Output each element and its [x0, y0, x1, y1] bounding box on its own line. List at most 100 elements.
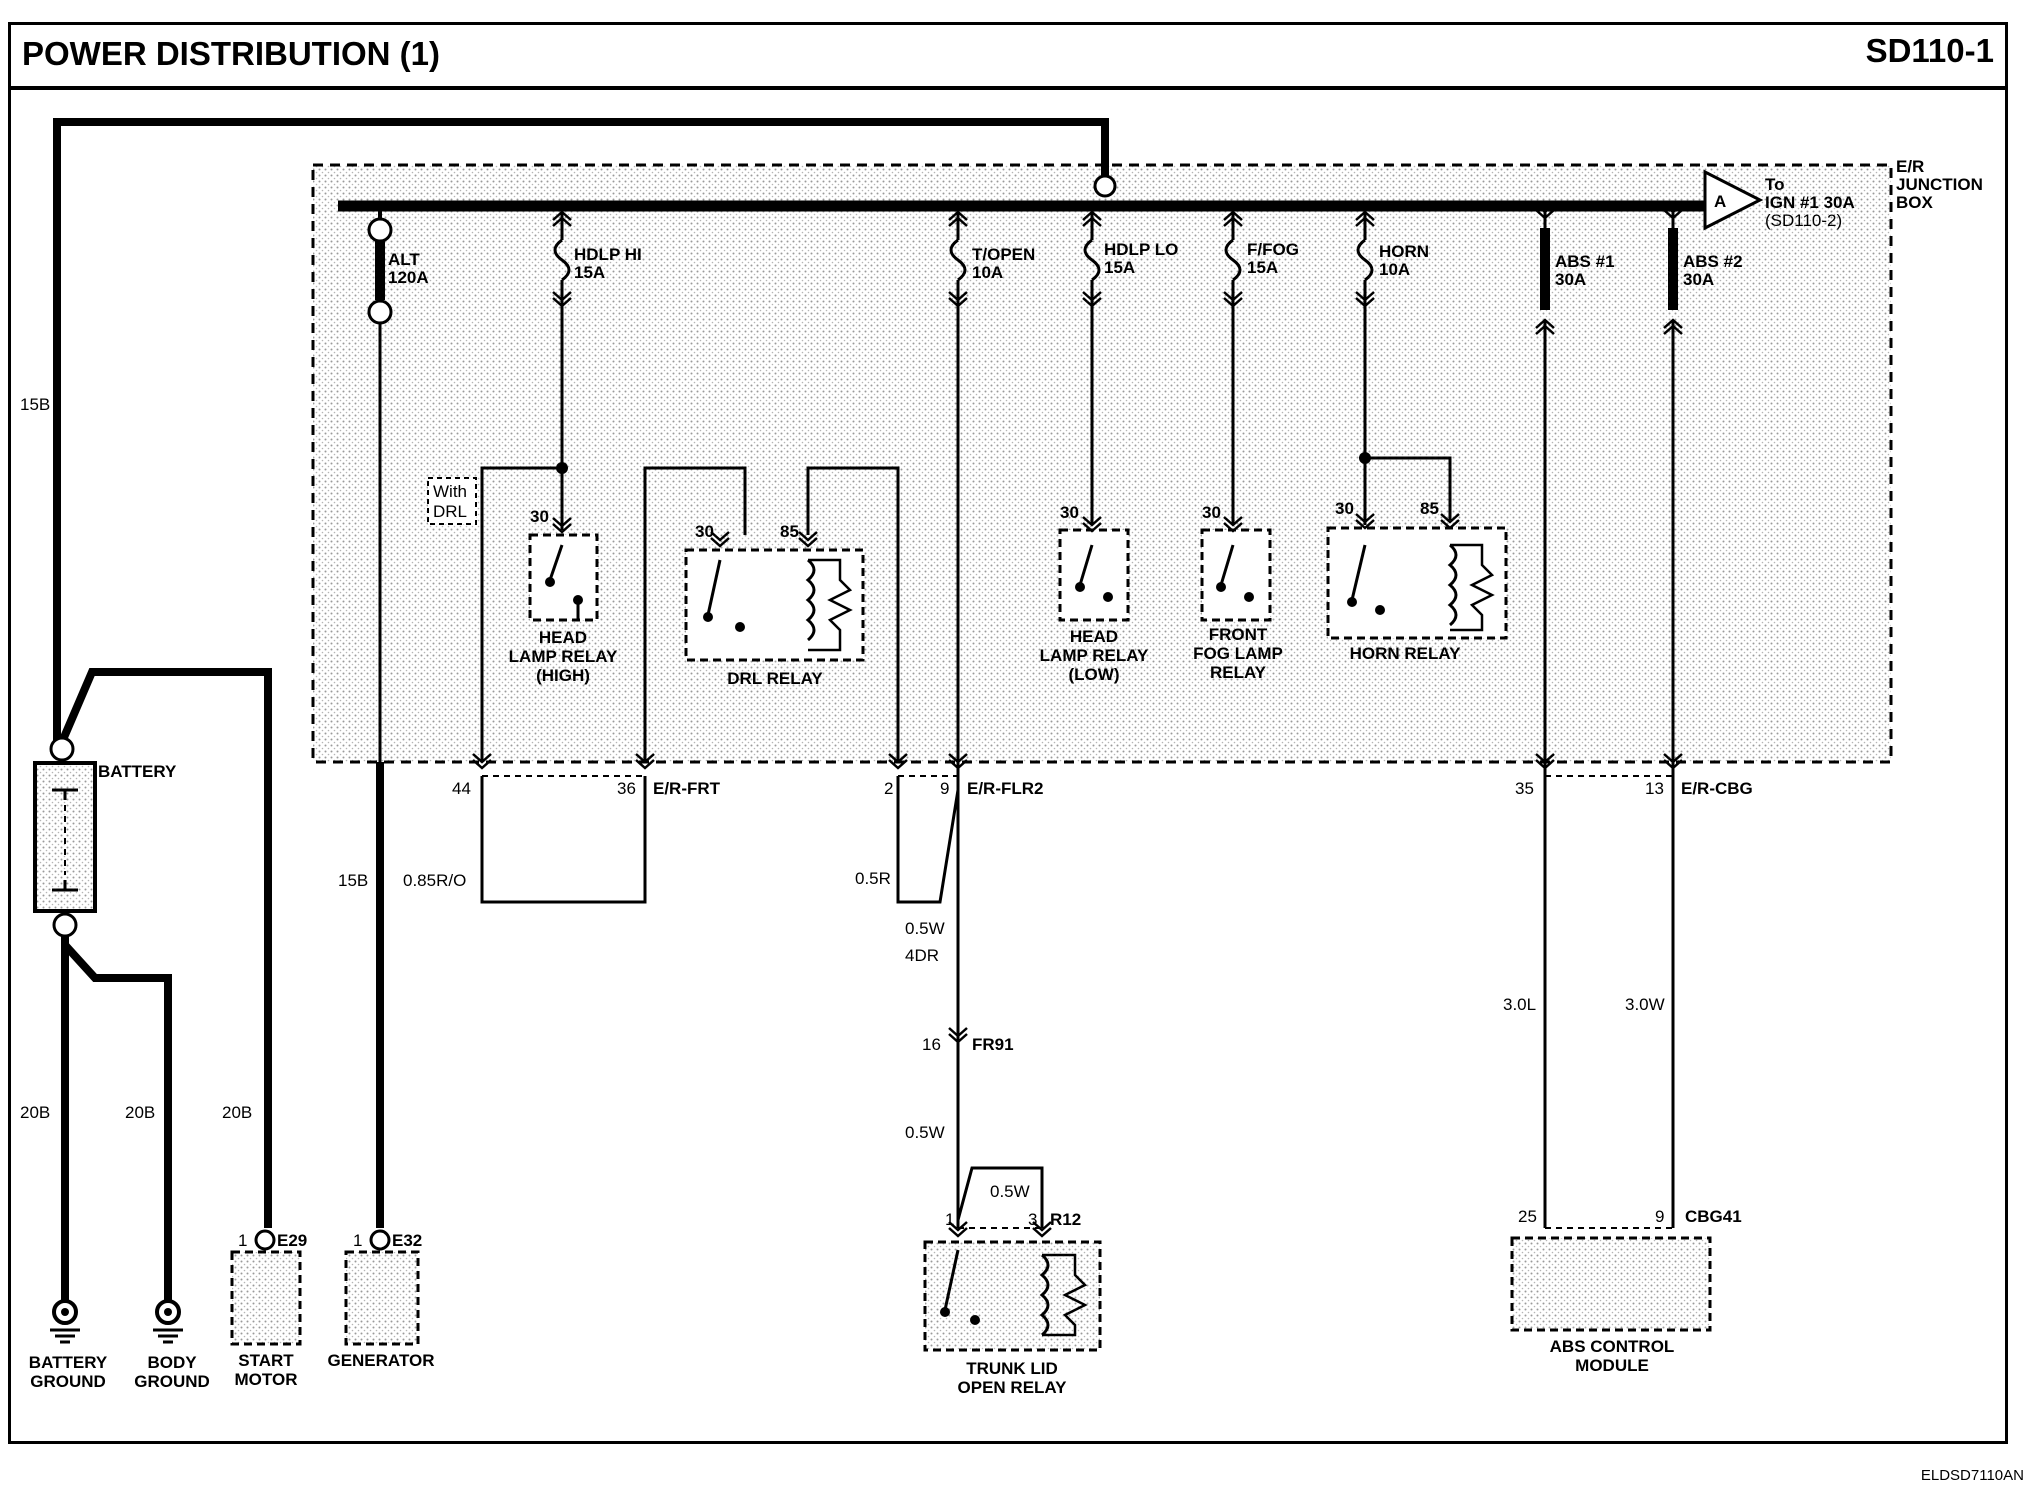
relay-fog-l3: RELAY [1210, 663, 1267, 682]
junction-box-boundary [311, 163, 1893, 764]
junction-box-label-1: E/R [1896, 157, 1924, 176]
battery-ground-icon [50, 1299, 80, 1344]
relay-trunk-l1: TRUNK LID [966, 1359, 1058, 1378]
pin-35: 35 [1515, 779, 1534, 798]
fuse-abs2-name: ABS #2 [1683, 252, 1743, 271]
wire-label-05w-b: 0.5W [905, 1123, 945, 1142]
fuse-hdlp-lo-name: HDLP LO [1104, 240, 1178, 259]
sheet-number: SD110-1 [1865, 32, 1994, 69]
relay-head-high-l3: (HIGH) [536, 666, 590, 685]
fuse-horn-name: HORN [1379, 242, 1429, 261]
e29-pin: 1 [238, 1231, 247, 1250]
alt-fuse-terminal-top [367, 217, 393, 243]
start-motor [230, 1250, 302, 1346]
relay-head-low-l2: LAMP RELAY [1040, 646, 1149, 665]
bus-splice-node [1093, 174, 1117, 198]
body-ground-icon [153, 1299, 183, 1344]
pin-9: 9 [940, 779, 949, 798]
with-drl-l1: With [433, 482, 467, 501]
fuse-t-open-rating: 10A [972, 263, 1003, 282]
e32-pin: 1 [353, 1231, 362, 1250]
ign-fuse-label: IGN #1 30A [1765, 193, 1855, 212]
connector-e32: E32 [392, 1231, 422, 1250]
connector-cbg41: CBG41 [1685, 1207, 1742, 1226]
title-divider [8, 86, 2008, 90]
wire-label-15b-gen: 15B [338, 871, 368, 890]
wire-label-30l: 3.0L [1503, 995, 1536, 1014]
trunk-pin-1: 1 [945, 1210, 954, 1229]
battery-ground-l1: BATTERY [29, 1353, 108, 1372]
connector-e29: E29 [277, 1231, 307, 1250]
fuse-f-fog-name: F/FOG [1247, 240, 1299, 259]
fuse-abs2-rating: 30A [1683, 270, 1714, 289]
relay-fog [1200, 528, 1272, 622]
wire-label-15b-main: 15B [20, 395, 50, 414]
relay-fog-pin: 30 [1202, 503, 1221, 522]
pin-2: 2 [884, 779, 893, 798]
horn-relay-coil [1447, 543, 1458, 627]
wire-20b-start-motor [58, 668, 272, 1228]
pin-44: 44 [452, 779, 471, 798]
body-ground-l2: GROUND [134, 1372, 210, 1391]
page-title: POWER DISTRIBUTION (1) [22, 35, 440, 72]
wire-05r-loop [896, 776, 960, 904]
relay-drl [684, 548, 865, 662]
relay-fog-l2: FOG LAMP [1193, 644, 1283, 663]
fuse-hdlp-hi-name: HDLP HI [574, 245, 642, 264]
fuse-alt-name: ALT [388, 250, 420, 269]
battery-negative-terminal [52, 912, 78, 938]
connector-e-r-cbg: E/R-CBG [1681, 779, 1753, 798]
fuse-hdlp-lo-rating: 15A [1104, 258, 1135, 277]
battery-label: BATTERY [98, 762, 177, 781]
pin-13: 13 [1645, 779, 1664, 798]
fuse-t-open-name: T/OPEN [972, 245, 1035, 264]
pin-9-cbg: 9 [1655, 1207, 1664, 1226]
ign-to-label: To [1765, 175, 1785, 194]
relay-trunk-lid [923, 1240, 1102, 1352]
relay-horn-label: HORN RELAY [1350, 644, 1461, 663]
wire-label-20b-a: 20B [20, 1103, 50, 1122]
relay-drl-pin85: 85 [780, 522, 799, 541]
start-motor-l2: MOTOR [235, 1370, 298, 1389]
relay-head-high-l2: LAMP RELAY [509, 647, 618, 666]
fuse-abs1-name: ABS #1 [1555, 252, 1615, 271]
fuse-f-fog-rating: 15A [1247, 258, 1278, 277]
fuse-alt-rating: 120A [388, 268, 429, 287]
abs-module-l1: ABS CONTROL [1550, 1337, 1675, 1356]
drl-relay-coil [805, 558, 816, 642]
relay-head-high-l1: HEAD [539, 628, 587, 647]
wire-label-4dr: 4DR [905, 946, 939, 965]
ign-connector-label: A [1714, 192, 1726, 211]
generator-label: GENERATOR [327, 1351, 434, 1370]
relay-drl-label: DRL RELAY [727, 669, 823, 688]
trunk-pin-3: 3 [1028, 1210, 1037, 1229]
wire-20b-body-ground [62, 942, 172, 1310]
relay-fog-l1: FRONT [1209, 625, 1268, 644]
pin-16: 16 [922, 1035, 941, 1054]
relay-head-high-pin: 30 [530, 507, 549, 526]
drawing-code: ELDSD7110AN [1920, 1467, 2024, 1484]
relay-trunk-l2: OPEN RELAY [958, 1378, 1068, 1397]
relay-head-low-l3: (LOW) [1069, 665, 1120, 684]
wire-label-085ro: 0.85R/O [403, 871, 466, 890]
pin-36: 36 [617, 779, 636, 798]
wire-085ro-loop [480, 776, 647, 904]
wire-label-30w: 3.0W [1625, 995, 1665, 1014]
fuse-horn-rating: 10A [1379, 260, 1410, 279]
ign-sheet-ref: (SD110-2) [1765, 211, 1842, 230]
relay-head-low-l1: HEAD [1070, 627, 1118, 646]
junction-box-label-3: BOX [1896, 193, 1934, 212]
connector-r12: R12 [1050, 1210, 1081, 1229]
relay-head-low-pin: 30 [1060, 503, 1079, 522]
with-drl-l2: DRL [433, 502, 467, 521]
relay-head-low [1058, 528, 1130, 622]
ign-reference-arrow [1703, 169, 1764, 231]
connector-e-r-flr2: E/R-FLR2 [967, 779, 1044, 798]
alt-fuse-terminal-bottom [367, 299, 393, 325]
body-ground-l1: BODY [147, 1353, 197, 1372]
relay-head-high [528, 533, 599, 622]
connector-e-r-frt: E/R-FRT [653, 779, 721, 798]
diagram-frame [8, 22, 2008, 1444]
wire-label-20b-c: 20B [222, 1103, 252, 1122]
battery-ground-l2: GROUND [30, 1372, 106, 1391]
